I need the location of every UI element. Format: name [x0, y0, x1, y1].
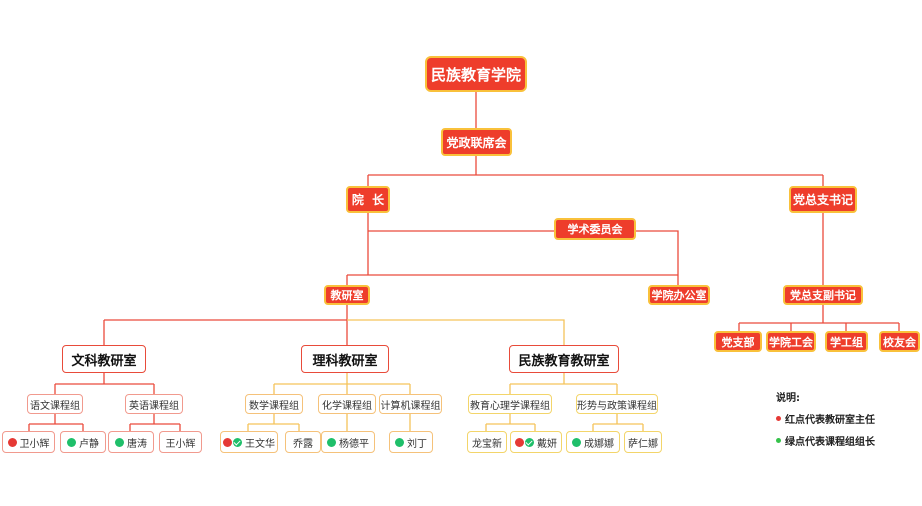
member-dai-yan: 戴妍 [510, 431, 562, 453]
green-dot-icon [115, 437, 124, 447]
legend-title: 说明: [776, 393, 800, 404]
green-dot-icon [572, 437, 581, 447]
member-sa-renna: 萨仁娜 [624, 431, 662, 453]
member-name: 乔露 [293, 438, 313, 450]
party-unit-union: 学院工会 [766, 331, 816, 352]
green-dot-icon [67, 437, 76, 447]
group-policy: 形势与政策课程组 [576, 394, 658, 414]
member-name: 龙宝新 [472, 438, 502, 450]
party-secretary-node: 党总支书记 [789, 186, 857, 213]
member-name: 卫小辉 [19, 438, 50, 450]
legend-red-text: 红点代表教研室主任 [785, 415, 875, 426]
green-check-icon [233, 437, 242, 447]
member-tang-tao: 唐涛 [108, 431, 154, 453]
member-long-baoxin: 龙宝新 [467, 431, 507, 453]
member-name: 杨德平 [339, 438, 369, 450]
member-name: 王小辉 [165, 438, 196, 450]
dean-node: 院 长 [346, 186, 390, 213]
member-wei-xiaohui: 卫小辉 [2, 431, 55, 453]
group-math: 数学课程组 [245, 394, 303, 414]
green-dot-icon [327, 437, 336, 447]
member-name: 卢静 [79, 438, 99, 450]
green-check-icon [525, 437, 534, 447]
member-wang-wenhua: 王文华 [220, 431, 278, 453]
member-name: 成娜娜 [584, 438, 614, 450]
green-dot-icon [776, 438, 781, 443]
member-qiao-lu: 乔露 [285, 431, 321, 453]
party-unit-branch: 党支部 [714, 331, 762, 352]
group-english: 英语课程组 [125, 394, 183, 414]
member-cheng-nana: 成娜娜 [566, 431, 620, 453]
member-name: 刘丁 [407, 438, 427, 450]
member-wang-xiaohui: 王小辉 [159, 431, 202, 453]
red-dot-icon [7, 437, 17, 447]
group-computer: 计算机课程组 [379, 394, 442, 414]
college-office-node: 学院办公室 [648, 285, 710, 305]
deputy-secretary-node: 党总支副书记 [783, 285, 863, 305]
red-dot-icon [515, 437, 524, 447]
member-name: 王文华 [245, 438, 275, 450]
red-dot-icon [776, 416, 781, 421]
member-yang-deping: 杨德平 [321, 431, 375, 453]
legend: 说明: 红点代表教研室主任 绿点代表课程组组长 [776, 389, 875, 448]
green-dot-icon [395, 437, 404, 447]
group-chemistry: 化学课程组 [318, 394, 376, 414]
party-unit-alumni: 校友会 [879, 331, 920, 352]
member-lu-jing: 卢静 [60, 431, 106, 453]
dept-science: 理科教研室 [301, 345, 389, 373]
party-unit-student-affairs: 学工组 [825, 331, 868, 352]
root-node: 民族教育学院 [425, 56, 527, 92]
member-liu-ding: 刘丁 [389, 431, 433, 453]
group-chinese: 语文课程组 [27, 394, 83, 414]
council-node: 党政联席会 [441, 128, 512, 156]
red-dot-icon [223, 437, 232, 447]
legend-green-text: 绿点代表课程组组长 [785, 437, 875, 448]
member-name: 萨仁娜 [628, 438, 658, 450]
dept-liberal-arts: 文科教研室 [62, 345, 146, 373]
group-educational-psychology: 教育心理学课程组 [468, 394, 552, 414]
teaching-research-node: 教研室 [324, 285, 370, 305]
member-name: 戴妍 [537, 438, 557, 450]
member-name: 唐涛 [127, 438, 147, 450]
dept-ethnic-education: 民族教育教研室 [509, 345, 619, 373]
academic-committee-node: 学术委员会 [554, 218, 636, 240]
